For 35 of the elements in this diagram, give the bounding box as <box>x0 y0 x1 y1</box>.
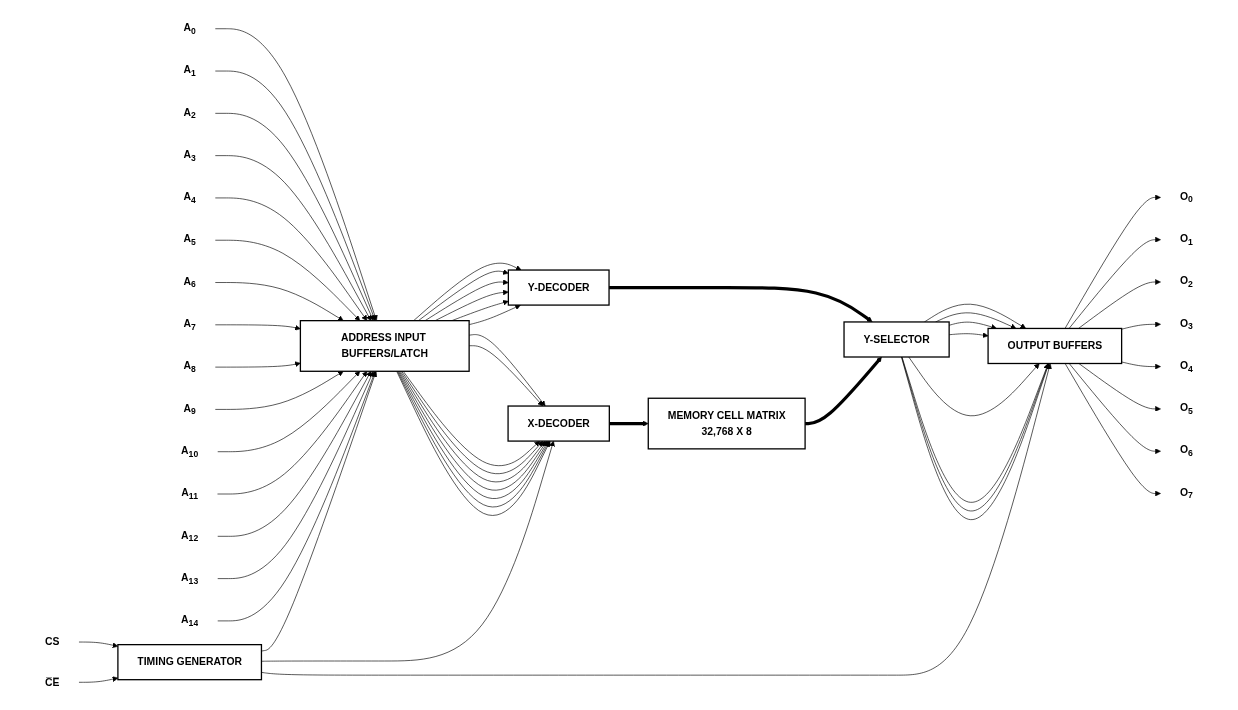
node-text: C̅E̅ <box>45 676 60 688</box>
node-text: A$_{6}$ <box>183 275 196 290</box>
node-text: O$_{0}$ <box>1180 190 1193 205</box>
node-box: X-DECODER <box>507 405 610 442</box>
node-box: OUTPUT BUFFERS <box>987 327 1123 365</box>
node-text: O$_{3}$ <box>1180 317 1193 332</box>
arrow <box>609 285 873 323</box>
node-box: Y-SELECTOR <box>843 321 950 358</box>
node-text: A$_{11}$ <box>181 487 198 501</box>
arrow <box>609 420 649 427</box>
node-text: O$_{5}$ <box>1180 402 1193 416</box>
node-text: A$_{14}$ <box>181 614 199 628</box>
node-text: O$_{2}$ <box>1180 275 1193 289</box>
node-text: A$_{7}$ <box>183 317 196 332</box>
node-text: A$_{3}$ <box>183 148 196 163</box>
node-text: A$_{1}$ <box>183 64 196 78</box>
node-text: A$_{5}$ <box>183 233 196 248</box>
node-text: A$_{9}$ <box>183 402 196 417</box>
node-box: ADDRESS INPUT BUFFERS/LATCH <box>299 320 470 372</box>
node-text: O$_{7}$ <box>1180 486 1193 501</box>
node-text: A$_{2}$ <box>183 106 196 121</box>
node-text: A$_{13}$ <box>181 571 199 586</box>
node-text: A$_{4}$ <box>183 191 196 205</box>
node-text: O$_{6}$ <box>1180 444 1193 459</box>
node-text: O$_{4}$ <box>1180 359 1193 374</box>
node-text: A$_{12}$ <box>181 529 199 544</box>
node-box: Y-DECODER <box>507 269 610 306</box>
node-box: TIMING GENERATOR <box>117 644 263 681</box>
node-text: CS <box>45 636 60 648</box>
node-text: A$_{0}$ <box>183 21 196 36</box>
arrow <box>805 356 882 426</box>
node-text: O$_{1}$ <box>1180 232 1193 247</box>
node-box: MEMORY CELL MATRIX 32,768 X 8 <box>647 397 806 450</box>
node-text: A$_{10}$ <box>181 444 199 459</box>
node-text: A$_{8}$ <box>183 360 196 374</box>
